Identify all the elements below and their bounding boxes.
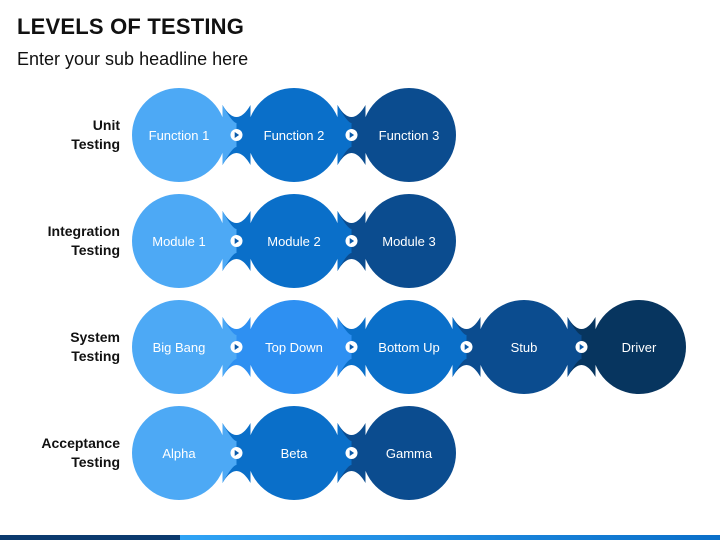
arrow-triangle-icon (349, 344, 355, 350)
footer-accent-bar (0, 535, 720, 540)
row-label-line2: Testing (71, 136, 120, 152)
flow-node-circle (247, 194, 341, 288)
flow-link-left (222, 317, 237, 377)
flow-node-label: Function 3 (379, 128, 440, 143)
footer-bar-light-segment (180, 535, 720, 540)
arrow-triangle-icon (234, 238, 240, 244)
arrow-triangle-icon (234, 344, 240, 350)
arrow-triangle-icon (234, 132, 240, 138)
flow-node (592, 300, 686, 394)
flow-node-label: Top Down (265, 340, 323, 355)
flow-node-circle (247, 406, 341, 500)
flow-link-left (337, 317, 352, 377)
flow-node (247, 406, 341, 500)
flow-node-circle (247, 88, 341, 182)
flow-node (362, 194, 456, 288)
flow-node (247, 88, 341, 182)
arrow-triangle-icon (234, 450, 240, 456)
flow-node (477, 300, 571, 394)
row-label-line1: Acceptance (41, 435, 120, 451)
flow-link-left (222, 423, 237, 483)
flow-node-label: Driver (622, 340, 657, 355)
flow-link-left (222, 105, 237, 165)
flow-node-label: Module 2 (267, 234, 320, 249)
row-label-line2: Testing (71, 348, 120, 364)
row-label-line1: Integration (47, 223, 120, 239)
flow-node (132, 300, 226, 394)
row-label-line2: Testing (71, 454, 120, 470)
arrow-triangle-icon (349, 450, 355, 456)
flow-node-circle (592, 300, 686, 394)
arrow-connector-icon (230, 447, 243, 459)
flow-node (247, 194, 341, 288)
flow-node-label: Gamma (386, 446, 433, 461)
flow-link-left (337, 211, 352, 271)
arrow-triangle-icon (464, 344, 470, 350)
arrow-connector-icon (345, 341, 358, 353)
flow-node (362, 300, 456, 394)
flow-node-circle (247, 300, 341, 394)
flow-node-circle (132, 88, 226, 182)
flow-node (132, 88, 226, 182)
flow-node-circle (477, 300, 571, 394)
arrow-triangle-icon (349, 132, 355, 138)
row-label-line1: Unit (92, 117, 120, 133)
flow-node-label: Beta (281, 446, 309, 461)
flow-node-label: Alpha (162, 446, 196, 461)
row-flow: Big Bang Top Down Bottom Up Stub Driver (132, 300, 686, 394)
arrow-triangle-icon (349, 238, 355, 244)
flow-node-circle (132, 194, 226, 288)
flow-link-left (567, 317, 582, 377)
arrow-connector-icon (575, 341, 588, 353)
page-title: LEVELS OF TESTING (17, 14, 245, 39)
flow-node (362, 406, 456, 500)
flow-node-circle (132, 300, 226, 394)
flow-node-circle (362, 88, 456, 182)
flow-node (132, 406, 226, 500)
flow-node (132, 194, 226, 288)
row-flow: Function 1 Function 2 Function 3 (132, 88, 456, 182)
row-label-line2: Testing (71, 242, 120, 258)
flow-link-left (452, 317, 467, 377)
flow-node-circle (362, 406, 456, 500)
row-flow: Module 1 Module 2 Module 3 (132, 194, 456, 288)
flow-node-label: Function 2 (264, 128, 325, 143)
arrow-connector-icon (230, 341, 243, 353)
flow-link-left (337, 105, 352, 165)
flow-node-label: Module 1 (152, 234, 205, 249)
flow-node-circle (362, 194, 456, 288)
flow-link-left (222, 211, 237, 271)
flow-node (247, 300, 341, 394)
row-flow: Alpha Beta Gamma (132, 406, 456, 500)
flow-node-label: Big Bang (153, 340, 206, 355)
page-subtitle: Enter your sub headline here (17, 49, 249, 69)
footer-bar-dark-segment (0, 535, 180, 540)
flow-node-circle (132, 406, 226, 500)
row-label-line1: System (70, 329, 120, 345)
arrow-triangle-icon (579, 344, 585, 350)
flow-link-left (337, 423, 352, 483)
flow-node-label: Module 3 (382, 234, 435, 249)
arrow-connector-icon (345, 447, 358, 459)
arrow-connector-icon (230, 235, 243, 247)
arrow-connector-icon (460, 341, 473, 353)
flow-node-label: Bottom Up (378, 340, 439, 355)
arrow-connector-icon (345, 235, 358, 247)
flow-node-circle (362, 300, 456, 394)
flow-node-label: Stub (511, 340, 538, 355)
flow-node (362, 88, 456, 182)
arrow-connector-icon (230, 129, 243, 141)
arrow-connector-icon (345, 129, 358, 141)
flow-node-label: Function 1 (149, 128, 210, 143)
